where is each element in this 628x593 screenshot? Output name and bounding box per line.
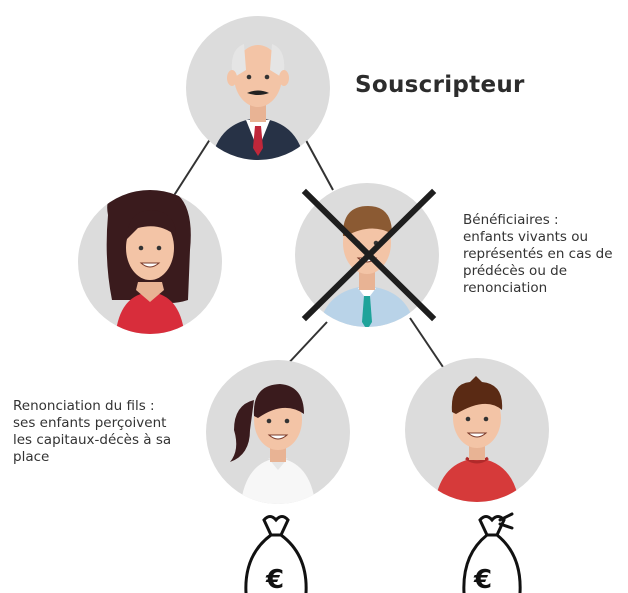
beneficiaires-line: renonciation xyxy=(463,280,548,296)
renunciation-cross xyxy=(301,188,437,322)
avatar-fille xyxy=(78,190,222,334)
avatar-petit-fils xyxy=(405,358,549,502)
beneficiaires-note: Bénéficiaires : enfants vivants ou repré… xyxy=(463,212,628,297)
beneficiaires-line: enfants vivants ou xyxy=(463,229,589,245)
renonciation-note: Renonciation du fils : ses enfants perço… xyxy=(13,398,193,466)
connector-son-granddaughter xyxy=(283,321,328,369)
beneficiaires-line: représentés en cas de xyxy=(463,246,613,262)
connector-grandfather-daughter xyxy=(172,132,215,198)
renonciation-line: les capitaux-décès à sa xyxy=(13,432,172,448)
avatar-petite-fille xyxy=(206,360,350,504)
beneficiaires-line: Bénéficiaires : xyxy=(463,212,559,228)
money-bag-right-icon: € xyxy=(462,512,522,593)
souscripteur-title: Souscripteur xyxy=(355,72,525,98)
renonciation-line: ses enfants perçoivent xyxy=(13,415,167,431)
beneficiaires-line: prédécès ou de xyxy=(463,263,568,279)
connector-lines xyxy=(172,132,446,371)
connector-grandfather-son xyxy=(301,132,334,191)
euro-symbol-left: € xyxy=(265,565,284,593)
money-bag-left-icon: € xyxy=(244,515,308,593)
avatar-souscripteur xyxy=(186,16,330,160)
renonciation-line: Renonciation du fils : xyxy=(13,398,155,414)
renonciation-line: place xyxy=(13,449,50,465)
connector-son-grandson xyxy=(409,317,446,371)
euro-symbol-right: € xyxy=(473,565,492,593)
